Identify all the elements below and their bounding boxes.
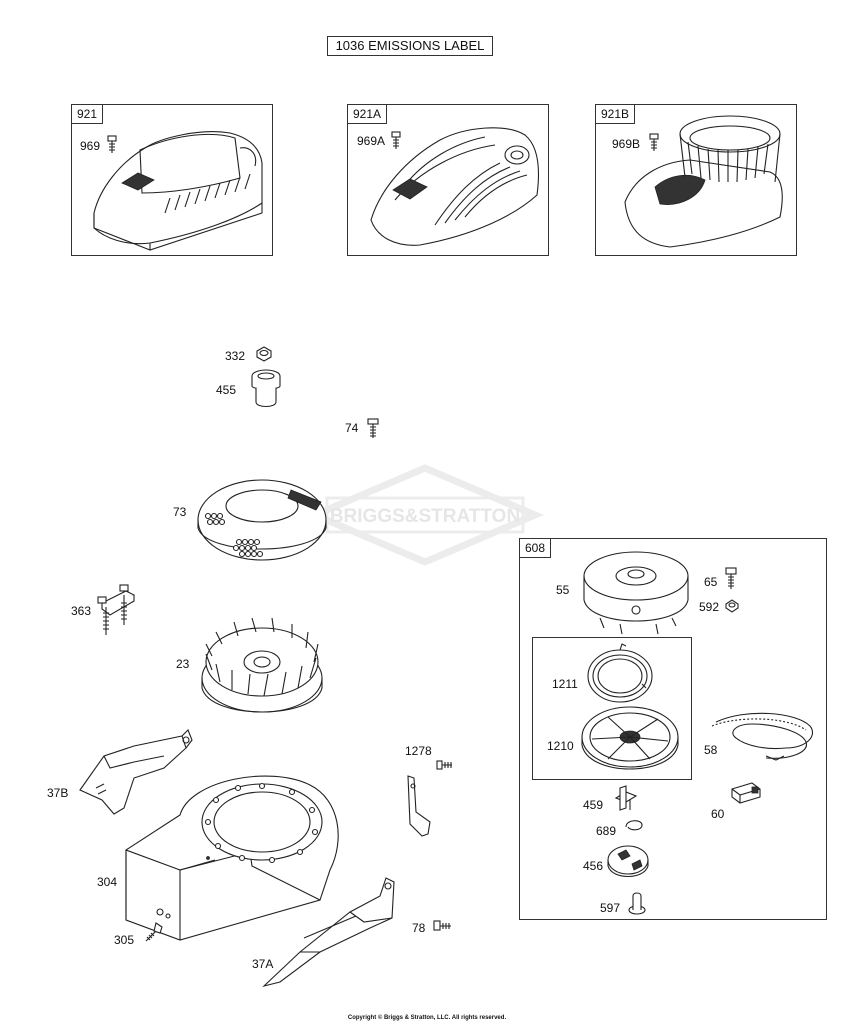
watermark-text: BRIGGS&STRATTON	[330, 506, 520, 527]
label-23: 23	[176, 657, 190, 671]
dog-459-icon	[614, 785, 638, 811]
emissions-label-title: 1036 EMISSIONS LABEL	[327, 36, 493, 56]
label-305: 305	[114, 933, 135, 947]
blower-housing-cover-921a-icon	[370, 127, 540, 246]
screw-969-icon	[107, 135, 117, 153]
label-456: 456	[583, 859, 604, 873]
label-969b: 969B	[612, 137, 641, 151]
handle-60-icon	[731, 782, 761, 804]
box-921a	[347, 104, 549, 256]
nut-332-icon	[256, 346, 272, 362]
pulley-1210-icon	[581, 706, 679, 770]
label-459: 459	[583, 798, 604, 812]
screw-597-icon	[628, 892, 646, 915]
rope-58-icon	[711, 712, 813, 761]
rotating-screen-73-icon	[197, 479, 327, 561]
sub-box-spring-pulley	[532, 637, 692, 780]
label-969: 969	[80, 139, 101, 153]
screw-969a-icon	[391, 131, 401, 149]
label-55: 55	[556, 583, 570, 597]
box-608	[519, 538, 827, 920]
screw-1278-icon	[436, 760, 452, 770]
label-37b: 37B	[47, 786, 69, 800]
screw-65-icon	[725, 567, 737, 589]
label-58: 58	[704, 743, 718, 757]
briggs-stratton-watermark: BRIGGS&STRATTON	[306, 464, 544, 566]
label-37a: 37A	[252, 957, 274, 971]
box-608-tag: 608	[520, 539, 552, 558]
label-689: 689	[596, 824, 617, 838]
retainer-456-icon	[607, 845, 649, 878]
box-921a-tag: 921A	[348, 105, 388, 124]
bracket-363-icon	[97, 584, 136, 635]
label-969a: 969A	[357, 134, 386, 148]
blower-housing-304-icon	[125, 775, 339, 941]
screw-78-icon	[433, 920, 451, 931]
baffle-1278-icon	[407, 775, 431, 837]
label-78: 78	[412, 921, 426, 935]
label-304: 304	[97, 875, 118, 889]
screw-305-icon	[145, 922, 163, 942]
label-455: 455	[216, 383, 237, 397]
flywheel-23-icon	[201, 617, 323, 713]
ring-689-icon	[625, 820, 643, 831]
blower-housing-cover-921-icon	[93, 131, 263, 251]
label-65: 65	[704, 575, 718, 589]
blower-housing-cover-921b-icon	[624, 115, 783, 248]
label-60: 60	[711, 807, 725, 821]
cup-455-icon	[251, 369, 281, 408]
copyright-footer: Copyright © Briggs & Stratton, LLC. All …	[347, 1015, 507, 1021]
label-1278: 1278	[405, 744, 432, 758]
label-1211: 1211	[552, 677, 578, 691]
label-363: 363	[71, 604, 92, 618]
nut-592-icon	[725, 599, 739, 613]
air-guide-37a-icon	[262, 877, 395, 988]
label-592: 592	[699, 600, 720, 614]
recoil-spring-1211-icon	[587, 643, 653, 703]
starter-housing-55-icon	[583, 551, 689, 635]
box-921	[71, 104, 273, 256]
box-921-tag: 921	[72, 105, 104, 124]
label-74: 74	[345, 421, 359, 435]
box-921b-tag: 921B	[596, 105, 636, 124]
box-921b	[595, 104, 797, 256]
air-guide-37b-icon	[79, 729, 193, 815]
label-73: 73	[173, 505, 187, 519]
screw-969b-icon	[649, 133, 659, 151]
screw-74-icon	[367, 418, 379, 438]
label-597: 597	[600, 901, 621, 915]
label-332: 332	[225, 349, 246, 363]
label-1210: 1210	[547, 739, 574, 753]
